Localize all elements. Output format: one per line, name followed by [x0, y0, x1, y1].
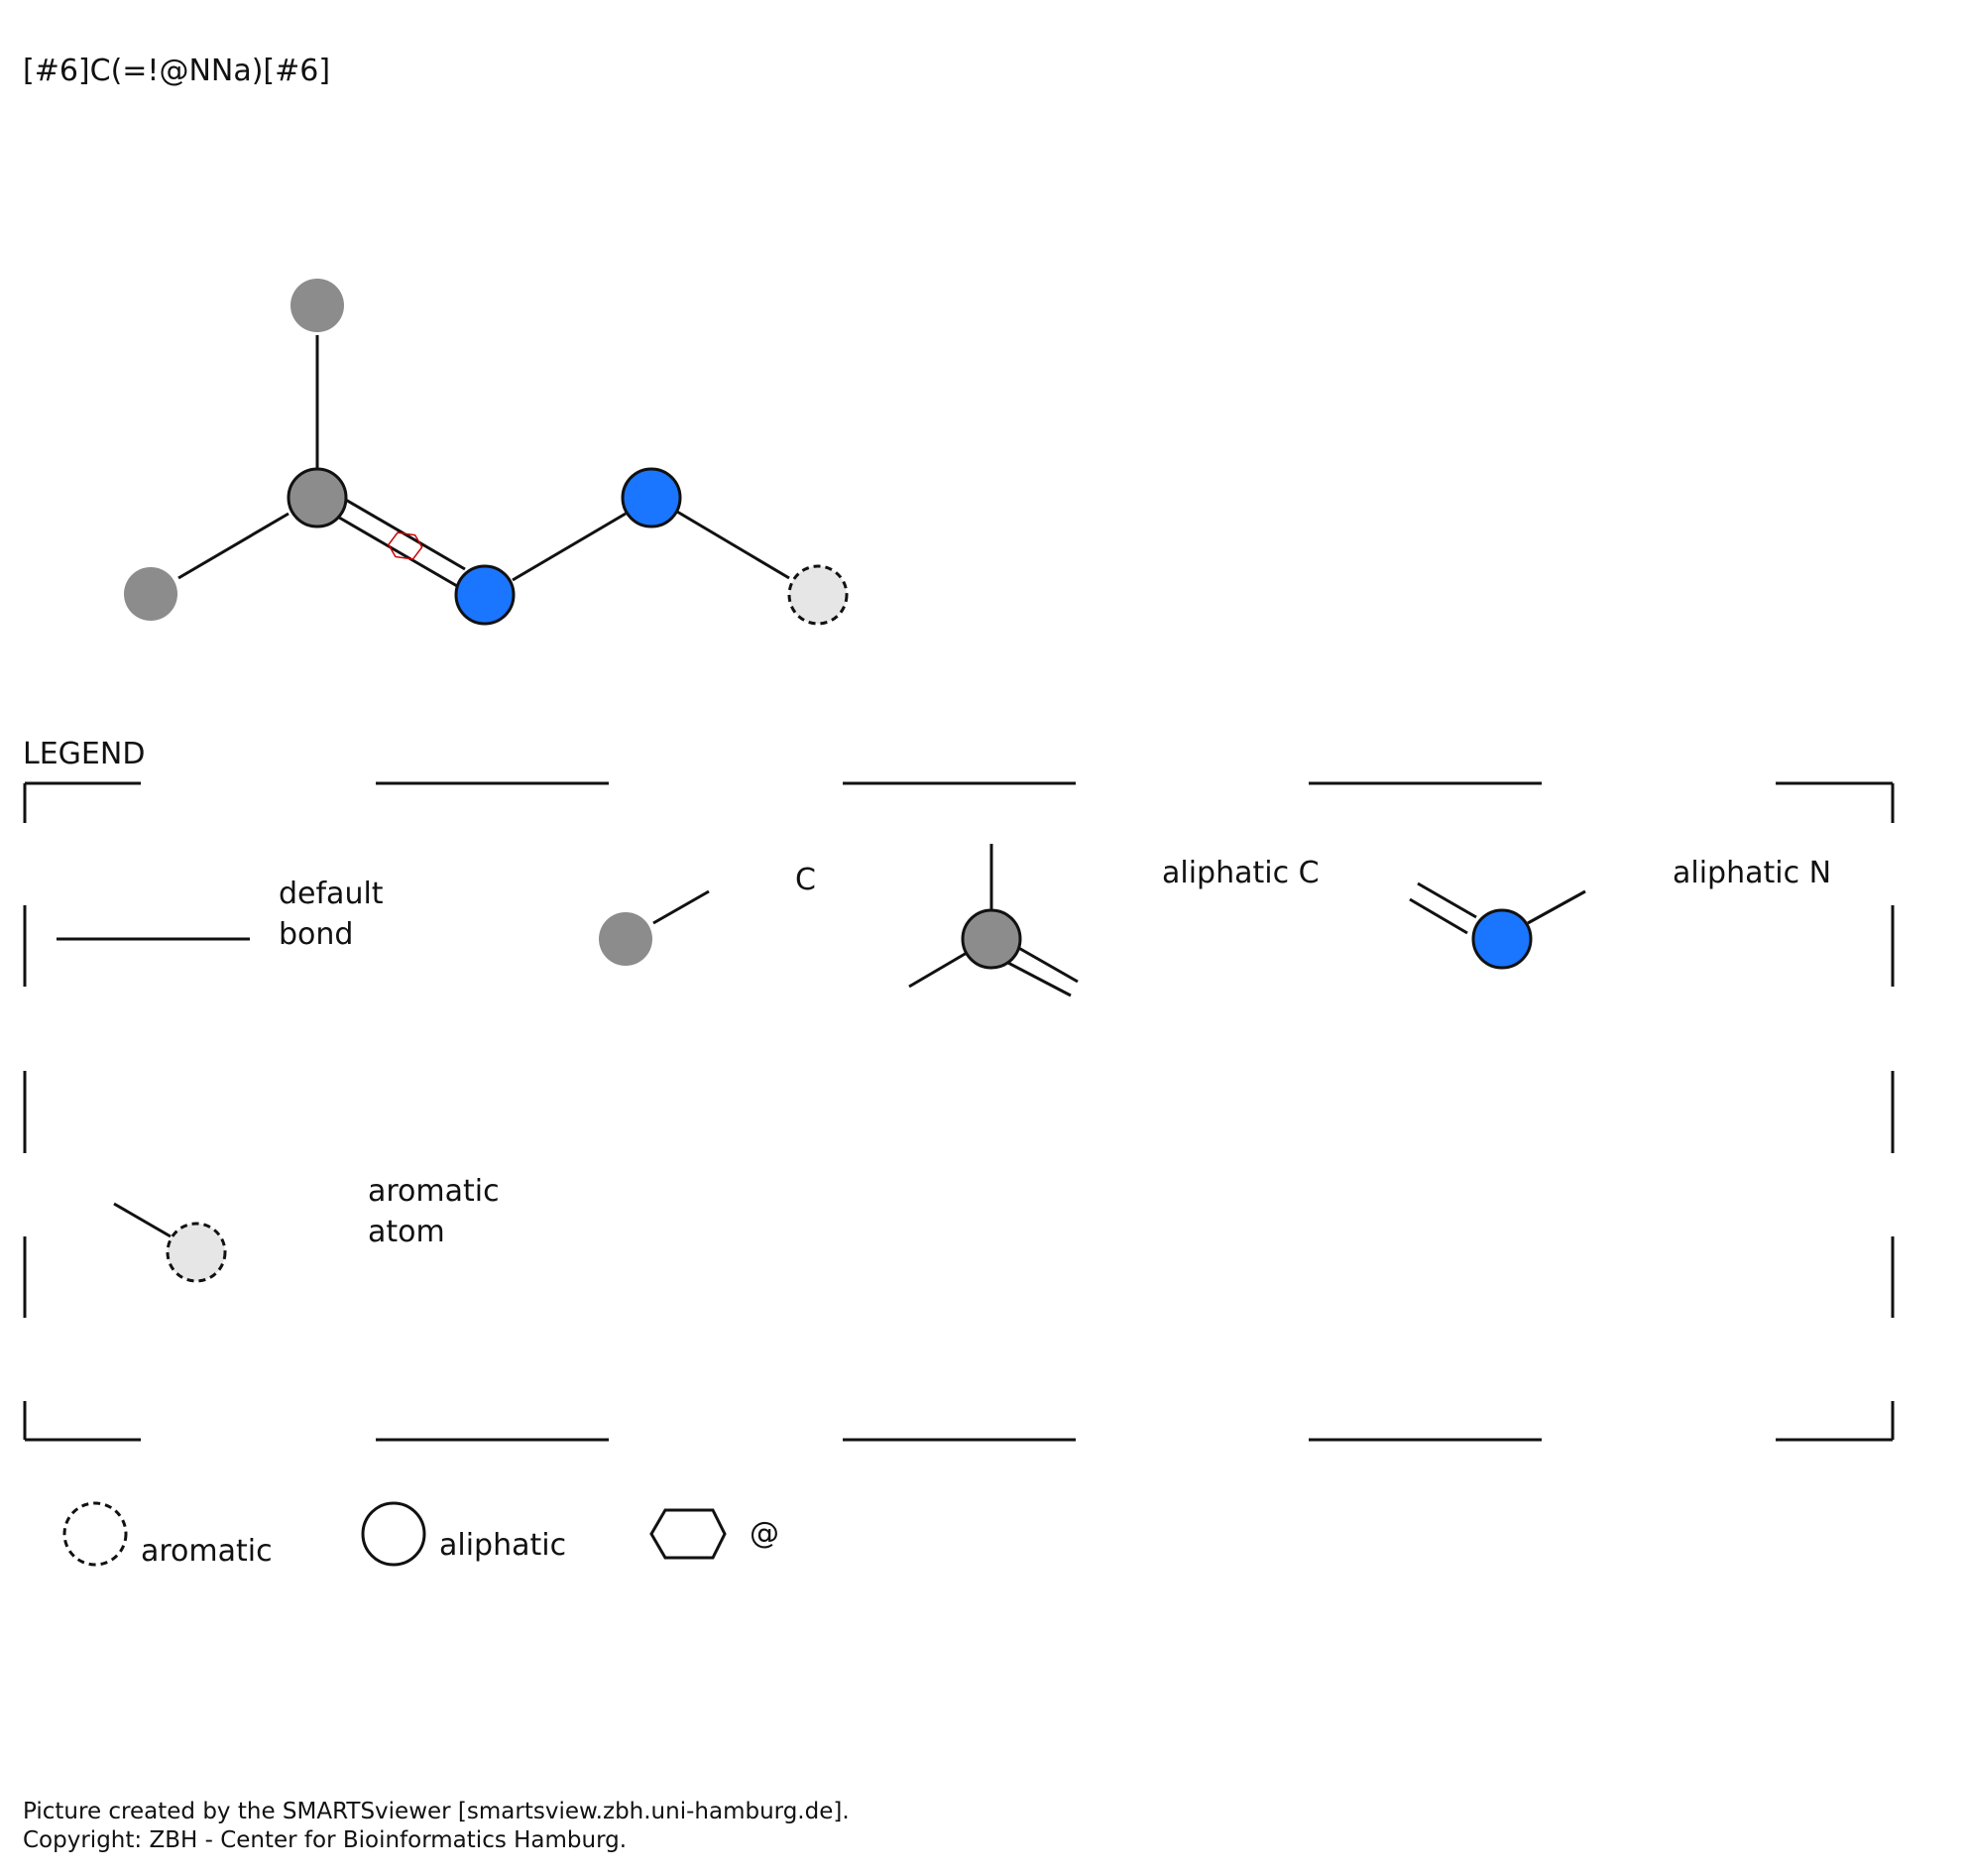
- legend-aromatic-bond: [113, 1202, 172, 1238]
- legend-aromatic-atom-label-2: atom: [368, 1215, 445, 1249]
- smarts-pattern: [#6]C(=!@NNa)[#6]: [23, 54, 331, 88]
- key-aliphatic-label: aliphatic: [439, 1528, 567, 1563]
- atom-aliphatic-c: [287, 467, 348, 528]
- legend-aliphatic-n-bonds: [1409, 881, 1586, 935]
- legend-c-bond: [652, 889, 710, 925]
- legend-default-bond-label-2: bond: [279, 917, 354, 952]
- key-aliphatic-symbol: [361, 1501, 426, 1567]
- legend-default-bond-label-1: default: [279, 877, 384, 911]
- atom-aliphatic-n-1: [454, 564, 516, 626]
- key-ring-bond-symbol: [649, 1508, 727, 1560]
- legend-aliphatic-n-label: aliphatic N: [1673, 856, 1832, 890]
- legend-aliphatic-n-atom: [1471, 908, 1533, 970]
- ring-bond-marker: [387, 531, 423, 560]
- legend-aliphatic-c-label: aliphatic C: [1162, 856, 1320, 890]
- bond-n-n: [512, 512, 627, 582]
- legend-aromatic-atom-label-1: aromatic: [368, 1174, 500, 1209]
- legend-c-atom: [599, 912, 652, 966]
- double-bond-c-n: [333, 497, 466, 588]
- bond-n-aromatic: [676, 510, 790, 580]
- legend-title: LEGEND: [23, 737, 146, 771]
- key-ring-bond-label: @: [750, 1516, 779, 1551]
- molecule-bonds: [177, 335, 790, 588]
- footer-credit: Picture created by the SMARTSviewer [sma…: [23, 1799, 850, 1824]
- atom-carbon-left: [124, 567, 177, 621]
- bond-c-left: [177, 512, 289, 580]
- atom-carbon-top: [290, 279, 344, 332]
- legend-aromatic-atom: [166, 1222, 227, 1283]
- legend-key-symbols: [62, 1501, 727, 1567]
- legend-aliphatic-c-bonds: [908, 844, 1079, 997]
- atom-aromatic: [787, 564, 849, 626]
- key-aromatic-symbol: [62, 1501, 128, 1567]
- legend-aliphatic-c-atom: [961, 908, 1022, 970]
- legend-c-label: C: [795, 863, 816, 897]
- legend-frame: [23, 781, 1895, 1442]
- footer-copyright: Copyright: ZBH - Center for Bioinformati…: [23, 1827, 628, 1853]
- atom-aliphatic-n-2: [621, 467, 682, 528]
- key-aromatic-label: aromatic: [141, 1534, 273, 1569]
